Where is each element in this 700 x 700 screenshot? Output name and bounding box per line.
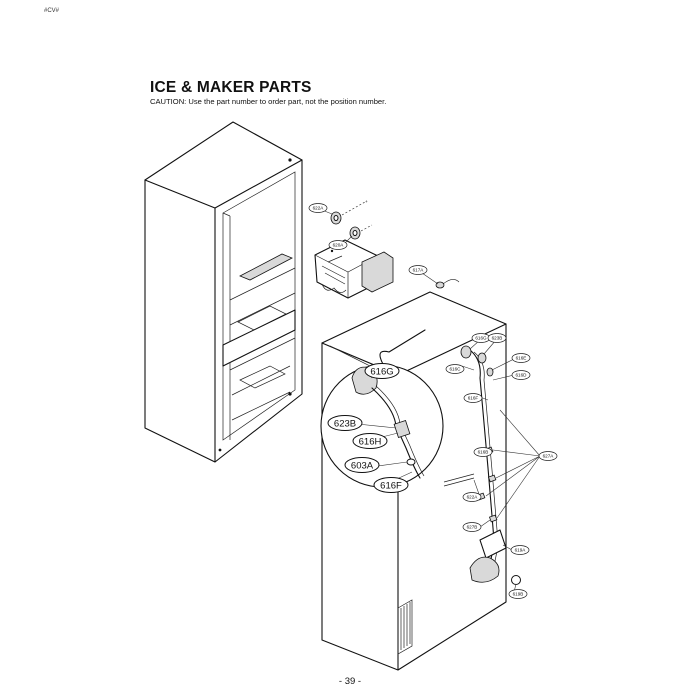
svg-text:622A: 622A (467, 495, 479, 500)
callout-627b: 627B (462, 522, 482, 532)
callout-616f-large: 616F (373, 477, 409, 493)
left-cabinet (144, 121, 303, 463)
callout-616g-large: 616G (364, 363, 400, 379)
page-title: ICE & MAKER PARTS (150, 79, 312, 96)
svg-text:616B: 616B (478, 450, 489, 455)
svg-text:+: + (365, 199, 368, 204)
svg-text:616G: 616G (370, 367, 393, 378)
callout-623b-small: 623B (487, 333, 507, 343)
svg-text:616G: 616G (475, 336, 487, 341)
callout-622a-side: 622A (462, 492, 482, 502)
svg-text:623B: 623B (492, 336, 503, 341)
svg-text:616D: 616D (516, 373, 528, 378)
ice-maker-control-box (361, 251, 394, 293)
left-cabinet-outline (144, 121, 303, 463)
callout-616d: 616D (511, 370, 531, 380)
callout-616f-small: 616F (463, 393, 483, 403)
svg-text:616F: 616F (380, 481, 402, 492)
svg-text:617A: 617A (413, 268, 425, 273)
svg-text:619B: 619B (513, 592, 524, 597)
svg-text:627B: 627B (467, 525, 478, 530)
callout-620a: 620A (328, 240, 348, 250)
water-valve (479, 529, 507, 559)
svg-text:603A: 603A (351, 461, 374, 472)
callout-619b: 619B (508, 589, 528, 599)
rear-vent-grille (397, 599, 413, 655)
page-number: - 39 - (338, 676, 362, 687)
svg-text:616F: 616F (468, 396, 479, 401)
callout-622a-top: 622A (308, 203, 328, 213)
top-cap (435, 281, 445, 289)
corner-mark: #CV# (44, 8, 60, 14)
svg-text:616E: 616E (516, 356, 527, 361)
callout-627a: 627A (538, 451, 558, 461)
callout-616b: 616B (473, 447, 493, 457)
callout-616e: 616E (511, 353, 531, 363)
svg-text:616H: 616H (359, 437, 382, 448)
caution-note: CAUTION: Use the part number to order pa… (150, 97, 387, 106)
callout-616h-large: 616H (352, 433, 388, 449)
callout-603a-large: 603A (344, 457, 380, 473)
callout-623b-large: 623B (327, 415, 363, 431)
svg-text:627A: 627A (543, 454, 555, 459)
svg-text:620A: 620A (333, 243, 345, 248)
svg-text:623B: 623B (334, 419, 356, 430)
callout-619a: 619A (510, 545, 530, 555)
svg-text:619A: 619A (515, 548, 527, 553)
svg-text:622A: 622A (313, 206, 325, 211)
callout-616g-small: 616G (471, 333, 491, 343)
ice-maker-assembly: + (314, 199, 394, 299)
svg-text:616C: 616C (450, 367, 462, 372)
right-cabinet-outline (321, 291, 507, 671)
callout-616c: 616C (445, 364, 465, 374)
callout-617a: 617A (408, 265, 428, 275)
